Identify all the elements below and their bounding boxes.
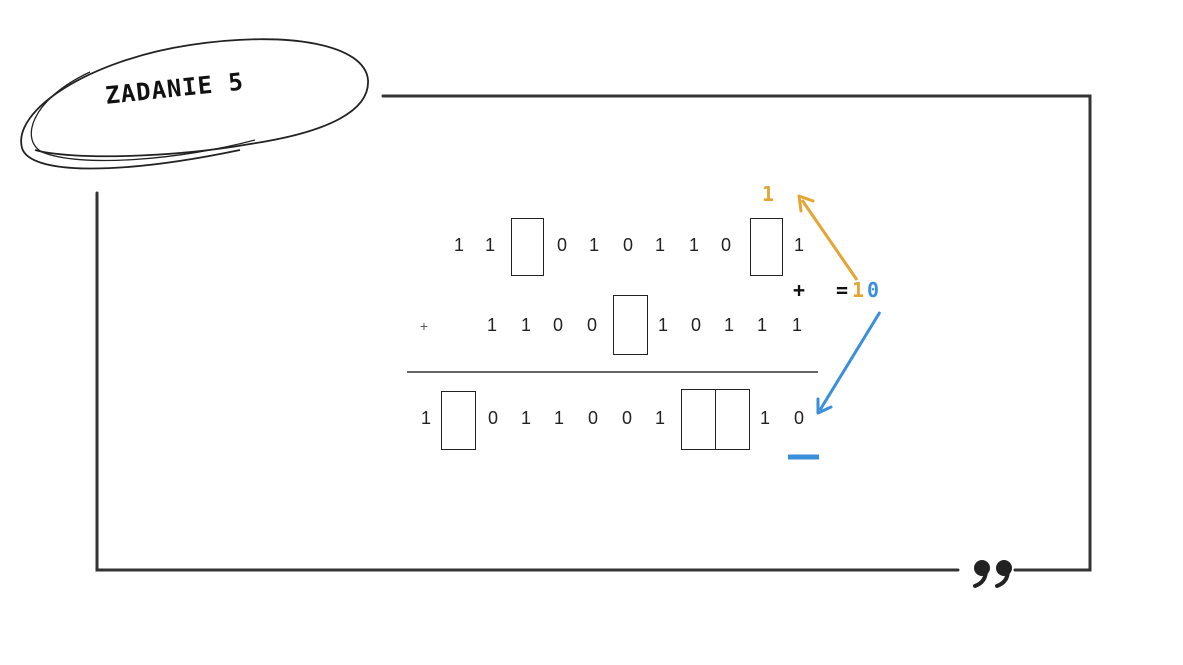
digit: 1 (654, 408, 665, 428)
title-ellipse (20, 38, 369, 170)
digit: 0 (556, 235, 567, 255)
digit: 0 (552, 315, 563, 335)
plus-annotation: + (793, 278, 806, 302)
digit: 1 (759, 408, 770, 428)
closing-quote-icon (973, 560, 1012, 588)
digit: 1 (484, 235, 495, 255)
result-arrow (818, 311, 882, 411)
digit: 0 (622, 235, 633, 255)
blank-box[interactable] (715, 389, 750, 450)
digit: 1 (654, 235, 665, 255)
digit: 0 (690, 315, 701, 335)
digit: 1 (520, 315, 531, 335)
digit: 1 (793, 235, 804, 255)
carry-digit: 1 (762, 182, 775, 206)
blank-box[interactable] (681, 389, 716, 450)
digit: 0 (621, 408, 632, 428)
sum-zero-digit: 0 (867, 278, 880, 302)
digit: 1 (453, 235, 464, 255)
digit: 0 (793, 408, 804, 428)
carry-arrow (800, 199, 859, 281)
sum-one-digit: 1 (852, 278, 865, 302)
digit: 1 (520, 408, 531, 428)
plus-sign: + (419, 318, 429, 334)
blank-box[interactable] (511, 218, 544, 276)
digit: 1 (791, 315, 802, 335)
digit: 1 (588, 235, 599, 255)
digit: 0 (487, 408, 498, 428)
frame-border (95, 94, 1092, 572)
digit: 0 (720, 235, 731, 255)
digit: 0 (587, 408, 598, 428)
digit: 1 (657, 315, 668, 335)
digit: 1 (756, 315, 767, 335)
digit: 1 (486, 315, 497, 335)
digit: 1 (420, 408, 431, 428)
digit: 1 (688, 235, 699, 255)
digit: 1 (723, 315, 734, 335)
blank-box[interactable] (750, 218, 783, 276)
blank-box[interactable] (613, 295, 648, 355)
digit: 0 (586, 315, 597, 335)
digit: 1 (553, 408, 564, 428)
blank-box[interactable] (441, 391, 476, 450)
equals-annotation: = (836, 278, 849, 302)
